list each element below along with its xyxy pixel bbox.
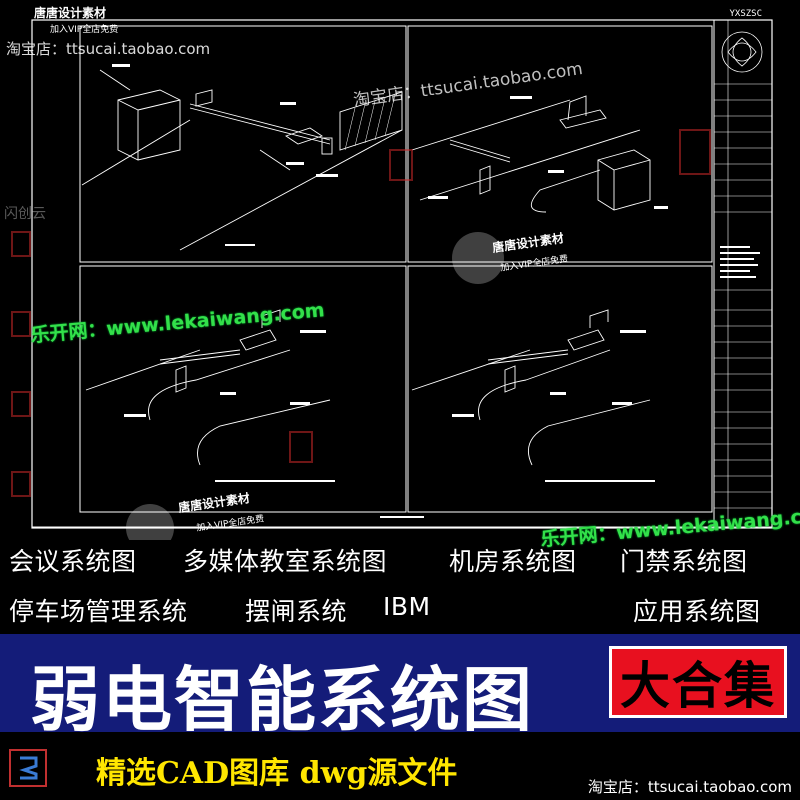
drawing-code: YXSZSC — [729, 9, 762, 19]
system-item: 机房系统图 — [449, 547, 577, 576]
brand-sub-watermark-top: 加入VIP全店免费 — [50, 25, 119, 35]
system-item: 应用系统图 — [633, 597, 761, 626]
footer-shop-url: 淘宝店：ttsucai.taobao.com — [587, 778, 792, 796]
redaction-block — [442, 588, 618, 634]
collection-badge: 大合集 — [609, 646, 787, 718]
system-item: 会议系统图 — [9, 547, 137, 576]
system-item: 门禁系统图 — [620, 547, 748, 576]
brand-logo-icon — [9, 749, 47, 787]
system-item: 停车场管理系统 — [9, 597, 188, 626]
brand-watermark-top: 唐唐设计素材 — [34, 6, 107, 20]
cad-drawing-preview: 闪创云 — [4, 19, 773, 540]
system-item: 摆闸系统 — [245, 597, 348, 626]
shop-url-watermark: 淘宝店：ttsucai.taobao.com — [6, 40, 211, 58]
badge-text: 大合集 — [620, 657, 776, 715]
footer-tagline: 精选CAD图库 dwg源文件 — [96, 756, 458, 791]
system-item: IBM — [383, 592, 431, 621]
svg-text:闪创云: 闪创云 — [4, 206, 46, 222]
title-banner: 弱电智能系统图 大合集 — [0, 634, 800, 741]
banner-title: 弱电智能系统图 — [30, 659, 534, 741]
system-item: 多媒体教室系统图 — [183, 547, 388, 576]
